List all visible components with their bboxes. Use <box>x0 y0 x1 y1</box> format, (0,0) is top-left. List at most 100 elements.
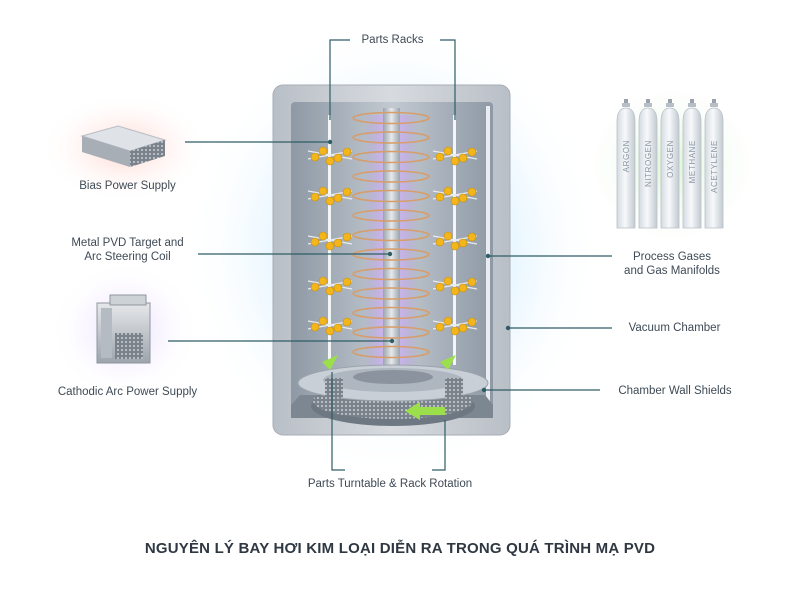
coated-part <box>443 146 453 156</box>
label-process-gases-line2: and Gas Manifolds <box>624 265 720 277</box>
coil-loop <box>352 287 430 300</box>
coated-part <box>318 186 328 196</box>
gas-cylinder: METHANE <box>682 99 702 229</box>
coated-part <box>333 283 343 293</box>
coated-part <box>325 156 335 166</box>
gas-cylinders: ARGON NITROGEN OXYGEN METHANE ACETYLENE <box>616 99 724 229</box>
coated-part <box>467 232 477 242</box>
leader-parts-racks-right <box>440 39 456 120</box>
leader-dots <box>327 139 511 393</box>
leader-lines <box>168 39 612 471</box>
part-cluster <box>307 146 353 166</box>
gas-cylinder: ARGON <box>616 99 636 229</box>
coated-part <box>318 316 328 326</box>
gas-cylinder: OXYGEN <box>660 99 680 229</box>
coated-part <box>467 277 477 287</box>
coated-part <box>443 231 453 241</box>
label-cathodic-arc-power-supply: Cathodic Arc Power Supply <box>57 386 198 398</box>
gas-cylinder-label: METHANE <box>688 140 697 183</box>
page-caption: NGUYÊN LÝ BAY HƠI KIM LOẠI DIỄN RA TRONG… <box>144 540 656 557</box>
rotation-arrow-left <box>322 355 338 370</box>
coated-part <box>310 152 320 162</box>
coil-loop <box>352 267 430 281</box>
part-cluster <box>307 276 353 296</box>
coated-part <box>450 241 460 251</box>
coated-part <box>318 276 328 286</box>
label-parts-racks: Parts Racks <box>361 34 424 46</box>
coated-part <box>342 232 352 242</box>
coated-part <box>310 192 320 202</box>
coil-loop <box>352 345 430 359</box>
coated-part <box>342 317 352 327</box>
coated-part <box>435 152 445 162</box>
arc-steering-coil <box>352 111 430 359</box>
coil-loop <box>352 189 430 203</box>
gas-cylinder-label: OXYGEN <box>666 140 675 178</box>
part-cluster <box>307 316 353 336</box>
label-chamber-wall-shields: Chamber Wall Shields <box>618 385 732 397</box>
parts-turntable <box>291 364 493 426</box>
coated-part <box>318 146 328 156</box>
gas-cylinder-label: ACETYLENE <box>710 140 719 193</box>
coated-part <box>467 317 477 327</box>
coated-part <box>325 241 335 251</box>
gas-cylinder-label: ARGON <box>622 140 631 172</box>
leader-parts-racks <box>329 39 350 120</box>
coated-part <box>467 187 477 197</box>
part-cluster <box>432 231 478 251</box>
label-metal-pvd-target-line2: Arc Steering Coil <box>84 251 171 263</box>
coated-part <box>458 193 468 203</box>
coated-part <box>310 237 320 247</box>
coil-loop <box>352 326 430 339</box>
label-parts-turntable: Parts Turntable & Rack Rotation <box>307 478 473 490</box>
label-process-gases: Process Gases and Gas Manifolds <box>612 250 732 278</box>
coil-loop <box>352 111 430 125</box>
coated-part <box>342 147 352 157</box>
coil-loop <box>352 150 430 164</box>
part-cluster <box>432 276 478 296</box>
rotation-arrow-front <box>405 402 445 420</box>
coated-part <box>333 193 343 203</box>
coated-part <box>458 283 468 293</box>
gas-cylinder: ACETYLENE <box>704 99 724 229</box>
coated-part <box>333 153 343 163</box>
label-bias-power-supply: Bias Power Supply <box>79 180 176 192</box>
coated-part <box>450 156 460 166</box>
part-cluster <box>432 316 478 336</box>
part-cluster <box>432 186 478 206</box>
coil-loop <box>352 170 430 183</box>
coated-part <box>443 316 453 326</box>
coated-part <box>435 237 445 247</box>
metal-pvd-target <box>383 108 400 368</box>
label-process-gases-line1: Process Gases <box>633 251 711 263</box>
coated-part <box>333 238 343 248</box>
coated-part <box>318 231 328 241</box>
part-cluster <box>307 231 353 251</box>
coated-part <box>435 322 445 332</box>
coated-part <box>325 286 335 296</box>
coated-part <box>325 196 335 206</box>
label-metal-pvd-target-line1: Metal PVD Target and <box>71 237 184 249</box>
coated-part <box>467 147 477 157</box>
coated-part <box>458 238 468 248</box>
bias-power-supply-unit <box>80 125 167 167</box>
cathodic-arc-power-supply-unit <box>96 294 151 364</box>
label-metal-pvd-target: Metal PVD Target and Arc Steering Coil <box>50 236 205 264</box>
gas-cylinder: NITROGEN <box>638 99 658 229</box>
leader-turntable-right <box>432 420 446 471</box>
coated-part <box>325 326 335 336</box>
coated-part <box>342 187 352 197</box>
coated-part <box>435 282 445 292</box>
gas-cylinder-label: NITROGEN <box>644 140 653 187</box>
coated-part <box>443 186 453 196</box>
coated-part <box>458 153 468 163</box>
coated-part <box>342 277 352 287</box>
coated-part <box>450 326 460 336</box>
coil-loop <box>352 209 430 222</box>
coil-loop <box>352 306 430 320</box>
coil-loop <box>352 131 430 144</box>
rotation-arrow-right <box>440 355 456 370</box>
part-cluster <box>307 186 353 206</box>
